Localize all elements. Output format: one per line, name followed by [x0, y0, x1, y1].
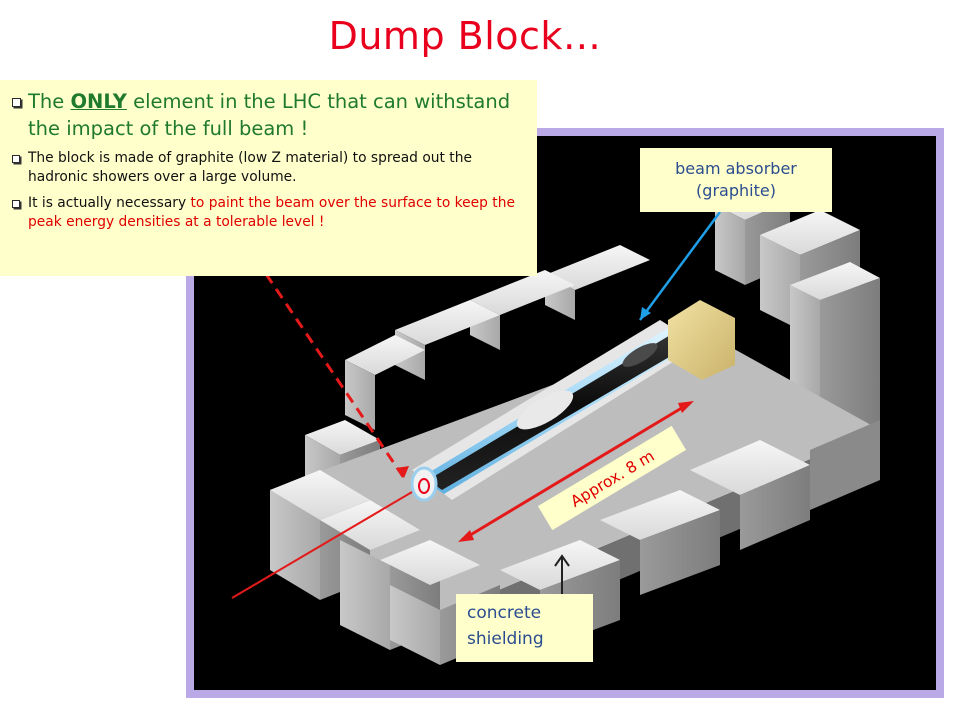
bullet-paint-pre: It is actually necessary — [28, 195, 191, 211]
shield-block — [395, 300, 500, 345]
bullet-square-icon — [12, 98, 21, 107]
absorber-entrance-window — [410, 466, 438, 502]
absorber-pointer-head — [640, 307, 651, 320]
dashed-arrow-head — [396, 466, 409, 478]
shield-block — [380, 540, 480, 585]
absorber-label-line1: beam absorber — [675, 159, 797, 178]
length-arrow-head-right — [678, 401, 694, 413]
concrete-pointer-head — [554, 554, 570, 567]
shield-block — [600, 490, 720, 540]
shield-block — [760, 210, 860, 255]
shield-block — [345, 360, 375, 430]
concrete-label-line2: shielding — [467, 629, 544, 649]
shield-block — [810, 420, 880, 510]
bullet-graphite: The block is made of graphite (low Z mat… — [10, 149, 527, 187]
bullet-paint-beam: It is actually necessary to paint the be… — [10, 194, 527, 232]
shield-block — [340, 540, 390, 650]
shield-block — [470, 270, 575, 315]
concrete-shielding-label: concrete shielding — [456, 594, 593, 662]
bullet-square-icon — [12, 200, 20, 208]
absorber-label-line2: (graphite) — [696, 181, 776, 200]
shield-block — [270, 470, 370, 520]
length-label-background — [537, 425, 687, 531]
shield-block — [545, 245, 650, 290]
bullet-main: The ONLY element in the LHC that can wit… — [10, 88, 527, 142]
bullet-main-pre: The — [28, 90, 71, 113]
shield-block — [305, 420, 380, 455]
beam-absorber-assembly — [410, 300, 735, 502]
shield-block — [390, 585, 440, 665]
shield-block — [320, 500, 420, 550]
dashed-pointer-arrow — [264, 273, 406, 479]
shield-block — [345, 335, 425, 375]
bullet-main-emphasis: ONLY — [70, 90, 127, 113]
incoming-beam-line — [231, 491, 413, 599]
core-highlight — [516, 390, 574, 430]
shield-block — [500, 540, 620, 590]
length-dimension-line — [461, 401, 691, 542]
page-title: Dump Block… — [328, 14, 602, 58]
concrete-label-line1: concrete — [467, 603, 542, 623]
shield-block — [640, 510, 720, 595]
bullet-paint-red: to paint the beam over the surface to ke… — [28, 195, 515, 230]
length-arrow-head-left — [458, 530, 474, 542]
shield-block — [715, 205, 745, 285]
beam-absorber-label: beam absorber (graphite) — [640, 148, 832, 212]
shield-block — [790, 262, 880, 300]
absorber-pointer-line — [638, 211, 722, 321]
bullet-main-post: element in the LHC that can withstand th… — [28, 90, 511, 140]
core-highlight — [622, 343, 658, 367]
bullet-graphite-text: The block is made of graphite (low Z mat… — [28, 150, 472, 185]
shield-block — [740, 465, 810, 550]
beam-spot-icon — [418, 478, 430, 494]
bullet-square-icon — [12, 155, 20, 163]
shield-block — [270, 490, 320, 600]
description-note: The ONLY element in the LHC that can wit… — [0, 80, 537, 276]
shield-block — [690, 440, 810, 495]
absorber-end-cap — [668, 300, 735, 380]
